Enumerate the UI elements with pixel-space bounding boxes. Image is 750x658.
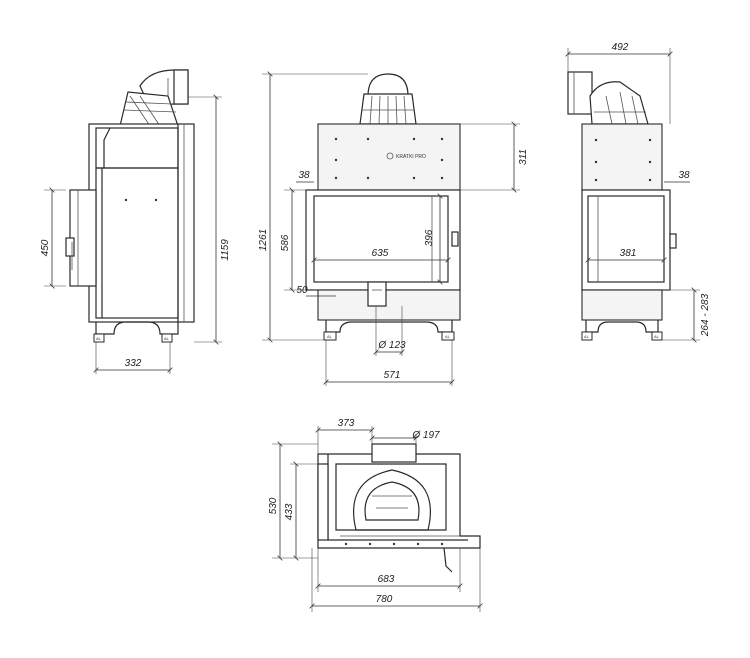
right-door-handle xyxy=(669,233,677,249)
right-foot-back xyxy=(651,331,663,341)
front-view: KRATKI PRO AL AL 1261 586 311 38 xyxy=(258,71,529,386)
flue-dome-front xyxy=(359,73,417,125)
dim-635: 635 xyxy=(372,248,389,259)
dim-38-right: 38 xyxy=(678,170,690,181)
air-control xyxy=(367,281,387,307)
foot-mark: AL xyxy=(96,336,102,341)
dim-197: Ø 197 xyxy=(411,430,440,441)
right-side-view: AL AL 492 38 381 264 - 283 xyxy=(565,42,711,343)
dim-396: 396 xyxy=(424,229,435,246)
top-side-frame xyxy=(317,463,329,541)
front-door xyxy=(305,189,461,291)
flue-elbow-left xyxy=(119,69,189,127)
left-foot-front xyxy=(93,333,105,343)
dim-123: Ø 123 xyxy=(377,340,406,351)
foot-mark: AL xyxy=(164,336,170,341)
dim-1159: 1159 xyxy=(220,239,231,261)
dim-38-front: 38 xyxy=(298,170,310,181)
front-upper-panel xyxy=(317,123,461,191)
dim-373: 373 xyxy=(338,418,355,429)
dim-332: 332 xyxy=(125,358,142,369)
right-door xyxy=(581,189,671,291)
foot-mark: AL xyxy=(445,334,451,339)
left-foot-back xyxy=(161,333,173,343)
foot-mark: AL xyxy=(584,334,590,339)
top-view: 373 Ø 197 530 433 683 780 xyxy=(268,418,483,612)
dim-50: 50 xyxy=(296,285,308,296)
right-lower-panel xyxy=(581,289,663,321)
front-foot-left xyxy=(323,331,337,341)
dim-780: 780 xyxy=(376,594,393,605)
left-body-outline xyxy=(88,123,195,323)
dim-311: 311 xyxy=(518,149,529,165)
left-door-handle xyxy=(65,237,75,257)
left-side-view: AL AL 450 1159 332 xyxy=(40,69,231,374)
right-upper-panel xyxy=(581,123,663,191)
top-outline xyxy=(317,453,481,549)
top-flue-collar xyxy=(371,443,417,463)
dim-1261: 1261 xyxy=(258,229,269,251)
dim-571: 571 xyxy=(384,370,401,381)
dim-492: 492 xyxy=(612,42,629,53)
dim-381: 381 xyxy=(620,248,637,259)
right-foot-front xyxy=(581,331,593,341)
dim-683: 683 xyxy=(378,574,395,585)
foot-mark: AL xyxy=(327,334,333,339)
dim-433: 433 xyxy=(284,503,295,520)
dim-264-283: 264 - 283 xyxy=(700,293,711,337)
dim-530: 530 xyxy=(268,497,279,514)
foot-mark: AL xyxy=(654,334,660,339)
dim-586: 586 xyxy=(280,234,291,251)
front-lower-panel xyxy=(317,289,461,321)
brand-logo: KRATKI PRO xyxy=(396,154,426,160)
front-foot-right xyxy=(441,331,455,341)
flue-elbow-right xyxy=(567,71,649,125)
dim-450: 450 xyxy=(40,239,51,256)
front-door-handle xyxy=(451,231,459,247)
right-glass xyxy=(587,195,665,283)
